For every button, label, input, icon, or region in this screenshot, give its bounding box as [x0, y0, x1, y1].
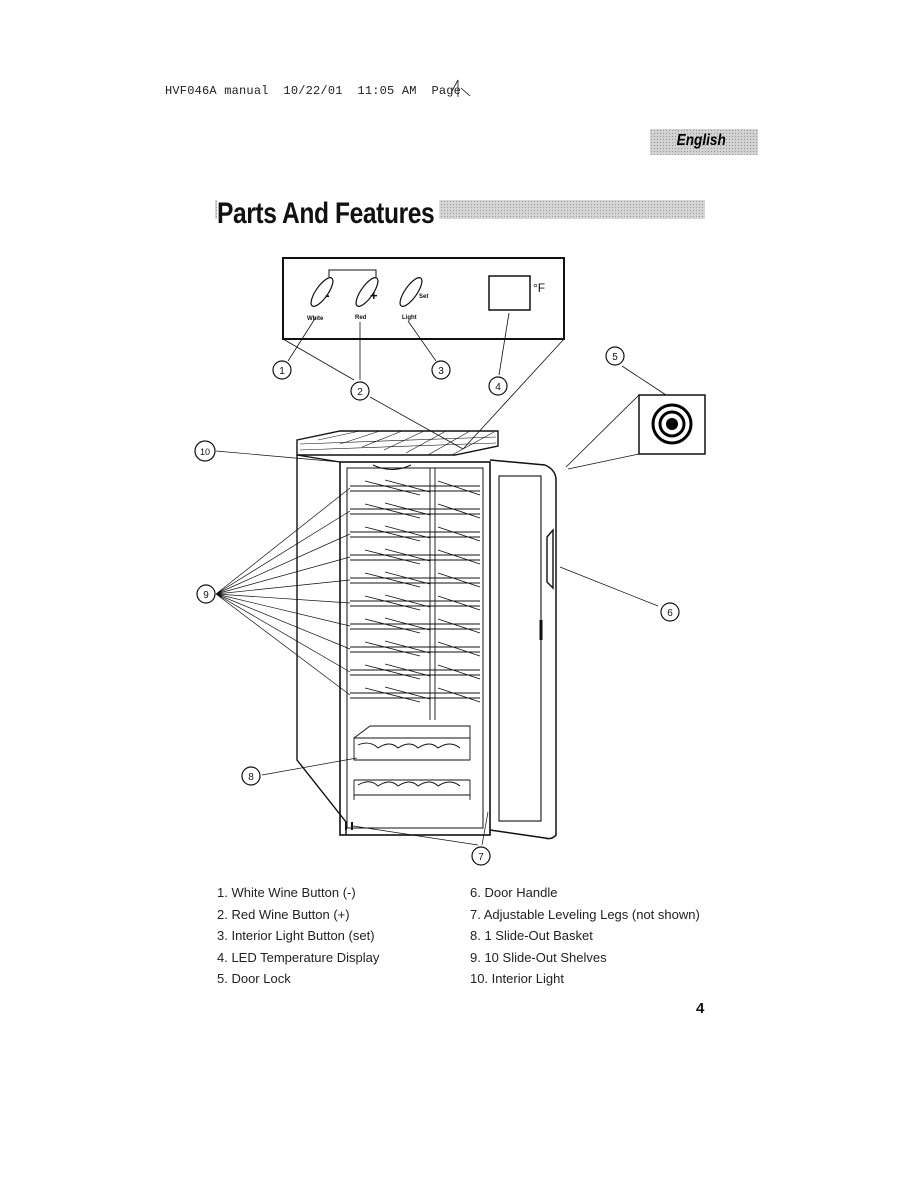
door-lock-box — [638, 394, 706, 455]
parts-list-item: 8. 1 Slide-Out Basket — [470, 928, 593, 943]
red-button-icon — [355, 277, 379, 307]
led-display — [488, 275, 531, 311]
callout-10 — [194, 440, 216, 462]
temperature-unit: °F — [533, 281, 545, 295]
callout-9-label: 9 — [203, 590, 209, 601]
door — [489, 459, 557, 840]
door-lock-icon — [651, 403, 693, 445]
callout-8 — [241, 766, 261, 786]
callout-5-label: 5 — [612, 352, 618, 363]
callout-7-label: 7 — [478, 852, 484, 863]
callout-2-label: 2 — [357, 387, 363, 398]
parts-list-right: 6. Door Handle 7. Adjustable Leveling Le… — [470, 882, 700, 990]
callout-5 — [605, 346, 625, 366]
parts-list-item: 5. Door Lock — [217, 971, 291, 986]
parts-list-item: 2. Red Wine Button (+) — [217, 906, 350, 922]
callout-3-label: 3 — [438, 366, 444, 377]
parts-list-item: 1. White Wine Button (-) — [217, 885, 356, 900]
crop-mark — [451, 79, 471, 97]
callout-1-label: 1 — [279, 366, 285, 377]
callout-1 — [272, 360, 292, 380]
page-number: 4 — [696, 1000, 705, 1017]
parts-list-item: 3. Interior Light Button (set) — [217, 928, 375, 943]
white-button-label: White — [307, 316, 324, 322]
door-handle — [546, 528, 554, 590]
shelves — [350, 479, 481, 703]
cabinet-front — [339, 461, 491, 836]
callout-4-label: 4 — [495, 382, 501, 393]
callout-6 — [660, 602, 680, 622]
parts-list-item: 6. Door Handle — [470, 885, 558, 900]
red-button-sign: + — [370, 288, 378, 303]
red-button-label: Red — [355, 315, 367, 321]
callout-8-label: 8 — [248, 772, 254, 783]
callout-7 — [471, 846, 491, 866]
callout-4 — [488, 376, 508, 396]
parts-list-item: 9. 10 Slide-Out Shelves — [470, 949, 607, 965]
control-panel — [282, 257, 565, 340]
callout-6-label: 6 — [667, 608, 673, 619]
language-tab-label: English — [676, 132, 726, 149]
white-button-sign: - — [325, 287, 330, 303]
light-button-label: Light — [402, 315, 417, 321]
parts-list-item: 4. LED Temperature Display — [217, 949, 380, 965]
callout-3 — [431, 360, 451, 380]
callout-9 — [196, 584, 216, 604]
print-header: HVF046A manual 10/22/01 11:05 AM Page — [165, 84, 462, 98]
parts-list-item: 10. Interior Light — [470, 971, 564, 986]
basket — [353, 725, 471, 800]
light-button-sign: Set — [419, 294, 428, 300]
parts-list-item: 7. Adjustable Leveling Legs (not shown) — [470, 906, 700, 922]
callout-2 — [350, 381, 370, 401]
page-title: Parts And Features — [217, 196, 440, 232]
parts-list-left: 1. White Wine Button (-) 2. Red Wine But… — [217, 882, 379, 990]
callout-10-label: 10 — [200, 447, 210, 457]
language-tab: English — [650, 129, 758, 155]
light-button-icon — [399, 277, 423, 307]
white-button-icon — [310, 277, 334, 307]
